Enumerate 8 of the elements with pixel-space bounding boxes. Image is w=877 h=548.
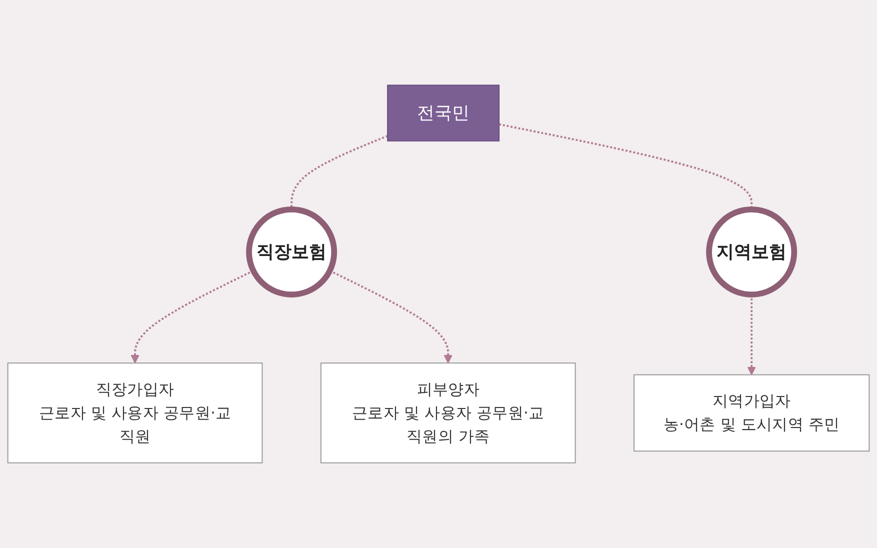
node-circle: 직장보험 [246,206,338,298]
node-box: 직장가입자 근로자 및 사용자 공무원·교직원 [7,362,263,464]
node-box: 지역가입자 농·어촌 및 도시지역 주민 [634,374,870,452]
connector [290,134,388,210]
connector [498,123,753,210]
node-box: 피부양자 근로자 및 사용자 공무원·교직원의 가족 [320,362,576,464]
node-circle: 지역보험 [706,206,798,298]
node-box: 전국민 [387,84,500,142]
